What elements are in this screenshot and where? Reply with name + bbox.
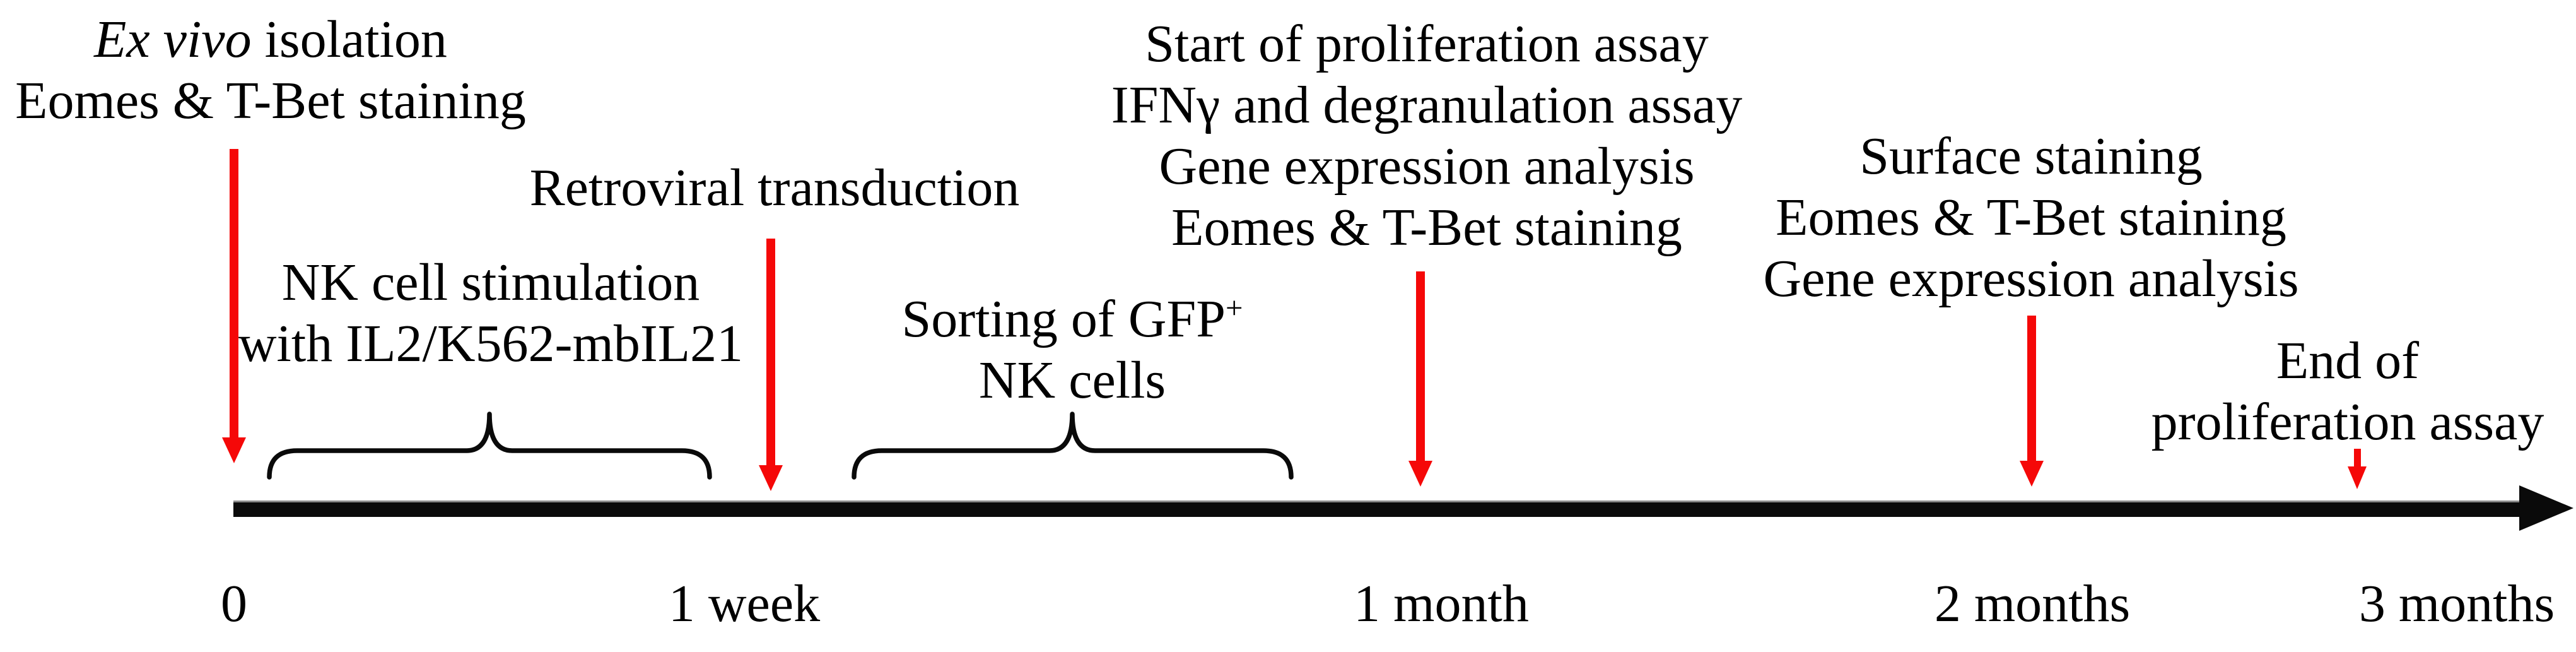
axis-tick-0: 0 <box>221 574 247 633</box>
event-label-2-months-assays: Surface staining Eomes & T-Bet staining … <box>1763 126 2298 309</box>
event-label-line: Eomes & T-Bet staining <box>1776 188 2286 247</box>
event-label-line: End of <box>2276 331 2420 390</box>
ex-vivo-italic-text: Ex vivo <box>94 10 252 69</box>
phase-label-line: NK cell stimulation <box>281 253 700 312</box>
event-label-line: Start of proliferation assay <box>1145 15 1709 73</box>
phase-brace-sorting <box>852 412 1294 480</box>
axis-tick-3-months: 3 months <box>2358 574 2555 633</box>
event-label-line: Gene expression analysis <box>1159 137 1695 196</box>
arrow-shaft <box>2353 449 2361 466</box>
event-label-line: Retroviral transduction <box>529 158 1020 217</box>
event-label-ex-vivo: Ex vivo isolation Eomes & T-Bet staining <box>15 9 526 131</box>
timepoint-arrow-1-month <box>1408 271 1432 487</box>
event-label-1-month-assays: Start of proliferation assay IFNγ and de… <box>1111 13 1743 258</box>
axis-tick-2-months: 2 months <box>1934 574 2131 633</box>
axis-tick-1-month: 1 month <box>1354 574 1529 633</box>
timepoint-arrow-1-week <box>759 239 783 491</box>
phase-brace-stimulation <box>267 412 712 480</box>
phase-label-gfp-sorting: Sorting of GFP+ NK cells <box>902 288 1243 411</box>
event-label-line: Eomes & T-Bet staining <box>15 71 526 130</box>
timeline-axis-bar <box>233 501 2523 517</box>
arrow-shaft <box>2027 316 2036 461</box>
gfp-plus-superscript: + <box>1225 291 1243 325</box>
timeline-arrowhead-icon <box>2519 485 2573 531</box>
event-label-line: IFNγ and degranulation assay <box>1111 76 1743 134</box>
timepoint-arrow-3-months <box>2348 449 2367 489</box>
timepoint-arrow-2-months <box>2020 316 2044 487</box>
arrow-head-icon <box>2020 461 2044 487</box>
event-label-line: Surface staining <box>1859 127 2203 186</box>
sorting-main-text: Sorting of GFP <box>901 290 1226 348</box>
event-label-retroviral-transduction: Retroviral transduction <box>530 157 1020 218</box>
timepoint-arrow-day0 <box>222 149 246 463</box>
phase-label-line: with IL2/K562-mbIL21 <box>238 314 744 373</box>
event-label-end-of-proliferation: End of proliferation assay <box>2152 330 2544 453</box>
ex-vivo-rest-text: isolation <box>251 10 447 69</box>
phase-label-line: Sorting of GFP+ <box>902 288 1243 350</box>
arrow-head-icon <box>222 437 246 463</box>
event-label-line: proliferation assay <box>2151 393 2544 451</box>
arrow-head-icon <box>2348 466 2367 489</box>
event-label-line: Ex vivo isolation <box>15 9 526 70</box>
arrow-head-icon <box>1408 461 1432 487</box>
phase-label-nk-stimulation: NK cell stimulation with IL2/K562-mbIL21 <box>238 252 743 374</box>
event-label-line: Eomes & T-Bet staining <box>1171 198 1682 257</box>
arrow-shaft <box>766 239 775 465</box>
arrow-shaft <box>230 149 238 437</box>
axis-tick-1-week: 1 week <box>668 574 821 633</box>
arrow-head-icon <box>759 465 783 491</box>
phase-label-line: NK cells <box>978 351 1166 410</box>
event-label-line: Gene expression analysis <box>1763 249 2299 308</box>
arrow-shaft <box>1416 271 1425 461</box>
